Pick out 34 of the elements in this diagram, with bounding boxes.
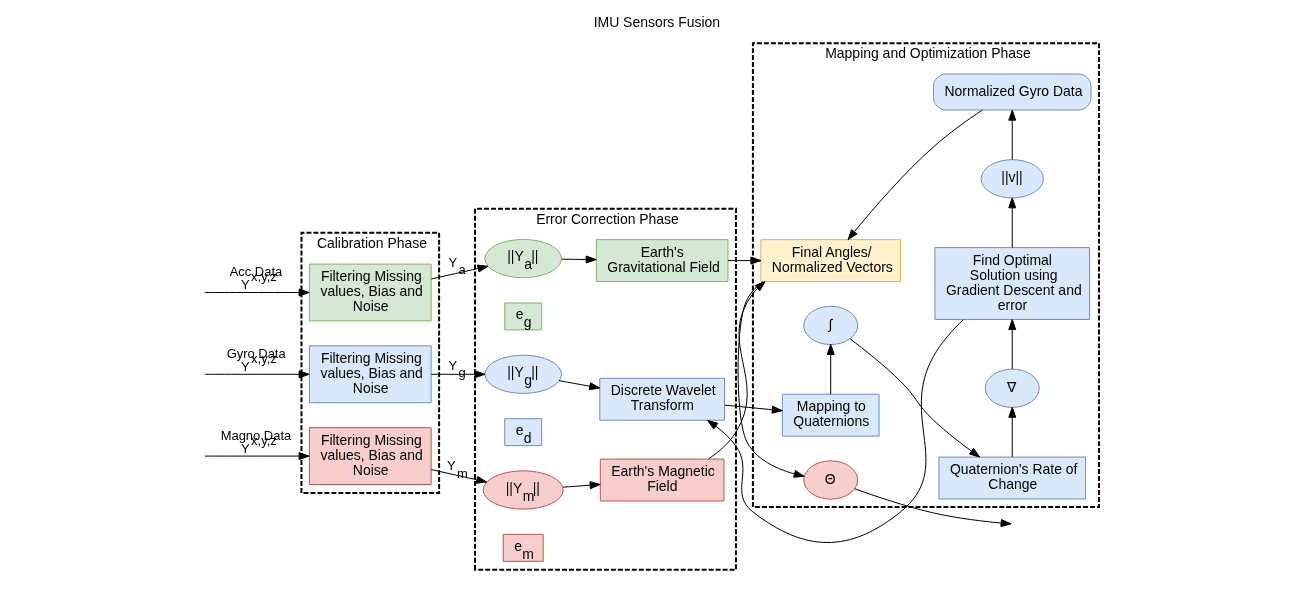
node-box: Filtering Missing values, Bias and Noise [308,263,432,322]
node-box: Discrete Wavelet Transform [599,377,725,421]
arrow [1008,319,1017,370]
node-ellipse: ∇ [984,368,1040,408]
arrow [204,370,310,379]
node-box: Filtering Missing values, Bias and Noise [308,345,432,404]
arrow [561,255,597,264]
arrow [854,488,1012,528]
arrow [724,404,783,414]
node-box: Earth's Gravitational Field [595,239,729,283]
node-box: Final Angles/ Normalized Vectors [760,239,902,283]
arrow [707,319,964,543]
node-box: Earth's Magnetic Field [599,458,725,502]
arrow [204,288,310,297]
node-box: Normalized Gyro Data [932,73,1092,111]
arrow [1008,406,1017,458]
diagram-title: IMU Sensors Fusion [593,14,721,31]
arrow [826,344,835,395]
arrow [847,109,983,241]
arrow [430,264,489,280]
arrow [727,256,762,265]
arrow [562,481,601,490]
node-box: Find Optimal Solution using Gradient Descent and error [934,247,1091,320]
node-box: Quaternion's Rate of Change [938,456,1087,500]
node-ellipse: ∫ [803,305,859,346]
arrow [1008,109,1017,160]
node-ellipse: Θ [803,460,859,500]
node-box: Filtering Missing values, Bias and Noise [308,427,432,485]
arrow [204,452,310,461]
arrow [558,380,601,391]
arrow [1008,197,1017,249]
arrow [849,338,981,458]
node-box: Mapping to Quaternions [781,393,880,437]
node-ellipse: ||v|| [980,159,1044,199]
